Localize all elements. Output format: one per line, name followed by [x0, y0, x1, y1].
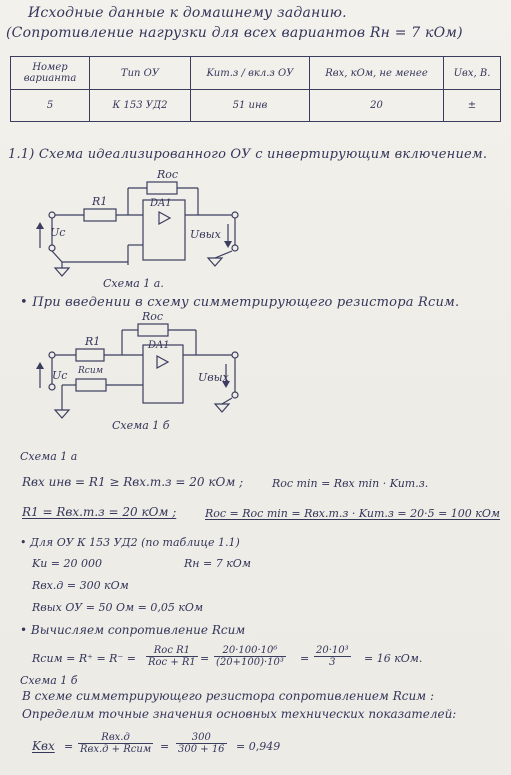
caption-scheme-1a: Схема 1 а. — [103, 277, 164, 290]
resistor-r1-1b — [75, 348, 105, 362]
header-line-1: Исходные данные к домашнему заданию. — [28, 5, 347, 21]
rsim-result: = 16 кОм. — [364, 652, 423, 665]
equals-sign: = — [64, 740, 74, 753]
label-r1-1b: R1 — [85, 335, 101, 348]
label-uc-1b: Uc — [52, 369, 68, 382]
fraction-numerator: Rвх.д — [78, 732, 154, 744]
label-da1-1a: DA1 — [150, 198, 172, 209]
kvx-result: = 0,949 — [236, 740, 281, 753]
label-uc-1a: Uc — [50, 226, 66, 239]
output-terminal-1b — [231, 351, 239, 359]
opamp-triangle-1b — [156, 354, 170, 370]
ground-icon — [206, 257, 224, 267]
cell-gain: 51 инв — [190, 89, 310, 122]
equals-sign: = — [200, 652, 210, 665]
label-rsim-1b: Rсим — [78, 366, 104, 376]
equals-sign: = — [300, 652, 310, 665]
opamp-box-1b — [142, 344, 184, 404]
rsim-fraction-2: 20·100·10⁶ (20+100)·10³ — [214, 645, 286, 668]
table-row: 5 К 153 УД2 51 инв 20 ± — [10, 89, 501, 122]
kvx-lhs: Kвх — [32, 739, 55, 753]
input-terminal-1b — [48, 351, 56, 359]
cell-variant: 5 — [10, 89, 90, 122]
opamp-box-1a — [142, 199, 186, 261]
label-roc-1b: Roc — [142, 310, 164, 323]
cell-rin: 20 — [309, 89, 444, 122]
fraction-numerator: Roc R1 — [146, 645, 198, 657]
section-2-title: • При введении в схему симметрирующего р… — [20, 295, 460, 310]
label-uout-1a: Uвых — [190, 228, 221, 241]
fraction-denominator: 300 + 16 — [178, 744, 225, 755]
ground-icon — [213, 403, 231, 413]
section-1-title: 1.1) Схема идеализированного ОУ с инверт… — [8, 147, 488, 162]
fraction-denominator: 3 — [329, 657, 336, 668]
rvxd-value: Rвх.д = 300 кОм — [32, 579, 129, 592]
label-roc-1a: Roc — [157, 168, 179, 181]
parameters-table: Номер варианта Тип ОУ Kuт.з / вкл.з ОУ R… — [10, 56, 501, 122]
vych-title: • Вычисляем сопротивление Rсим — [20, 623, 246, 637]
label-da1-1b: DA1 — [148, 340, 170, 351]
fraction-denominator: Rвх.д + Rсим — [80, 744, 152, 755]
rvyx-value: Rвых ОУ = 50 Ом = 0,05 кОм — [32, 601, 204, 614]
rsim-lhs: Rсим = R⁺ = R⁻ = — [32, 652, 136, 665]
resistor-rsim-1b — [75, 378, 107, 392]
fraction-numerator: 20·10³ — [314, 645, 351, 657]
calc-line-2: R1 = Rвх.т.з = 20 кОм ; — [22, 505, 177, 519]
label-uout-1b: Uвых — [198, 371, 229, 384]
th-rin: Rвх, кОм, не менее — [309, 56, 444, 90]
cell-uin: ± — [443, 89, 501, 122]
resistor-roc-1b — [137, 323, 169, 337]
calc-line-1: Rвх инв = R1 ≥ Rвх.т.з = 20 кОм ; — [22, 475, 244, 489]
note-2: Определим точные значения основных техни… — [22, 707, 457, 721]
calc-line-2-right: Roc = Roc min = Rвх.т.з · Kuт.з = 20·5 =… — [205, 507, 500, 520]
calc-line-1-right: Roc min = Rвх min · Kuт.з. — [272, 477, 429, 490]
arrow-down-icon — [224, 241, 232, 248]
ground-icon — [53, 267, 71, 277]
label-r1-1a: R1 — [92, 195, 108, 208]
fraction-numerator: 300 — [176, 732, 227, 744]
kvx-fraction-2: 300 300 + 16 — [176, 732, 227, 755]
fraction-numerator: 20·100·10⁶ — [214, 645, 286, 657]
th-variant: Номер варианта — [10, 56, 90, 90]
cell-ou-type: К 153 УД2 — [89, 89, 191, 122]
fraction-denominator: (20+100)·10³ — [216, 657, 284, 668]
scheme-2-title: Схема 1 б — [20, 674, 78, 687]
arrow-up-icon — [36, 362, 44, 369]
ground-icon — [53, 409, 71, 419]
ou-title: • Для ОУ К 153 УД2 (по таблице 1.1) — [20, 536, 240, 549]
th-ou-type: Тип ОУ — [89, 56, 191, 90]
opamp-triangle-1a — [158, 210, 172, 226]
ku-value: Kи = 20 000 — [32, 557, 103, 570]
rsim-fraction-1: Roc R1 Roc + R1 — [146, 645, 198, 668]
arrow-up-icon — [36, 222, 44, 229]
fraction-denominator: Roc + R1 — [148, 657, 196, 668]
header-line-2: (Сопротивление нагрузки для всех вариант… — [6, 25, 463, 41]
rsim-fraction-3: 20·10³ 3 — [314, 645, 351, 668]
note-1: В схеме симметрирующего резистора сопрот… — [22, 689, 434, 703]
calc-scheme-title: Схема 1 а — [20, 450, 78, 463]
arrow-down-icon — [222, 381, 230, 388]
caption-scheme-1b: Схема 1 б — [112, 419, 170, 432]
rn-value: Rн = 7 кОм — [184, 557, 251, 570]
kvx-fraction-1: Rвх.д Rвх.д + Rсим — [78, 732, 154, 755]
equals-sign: = — [160, 740, 170, 753]
